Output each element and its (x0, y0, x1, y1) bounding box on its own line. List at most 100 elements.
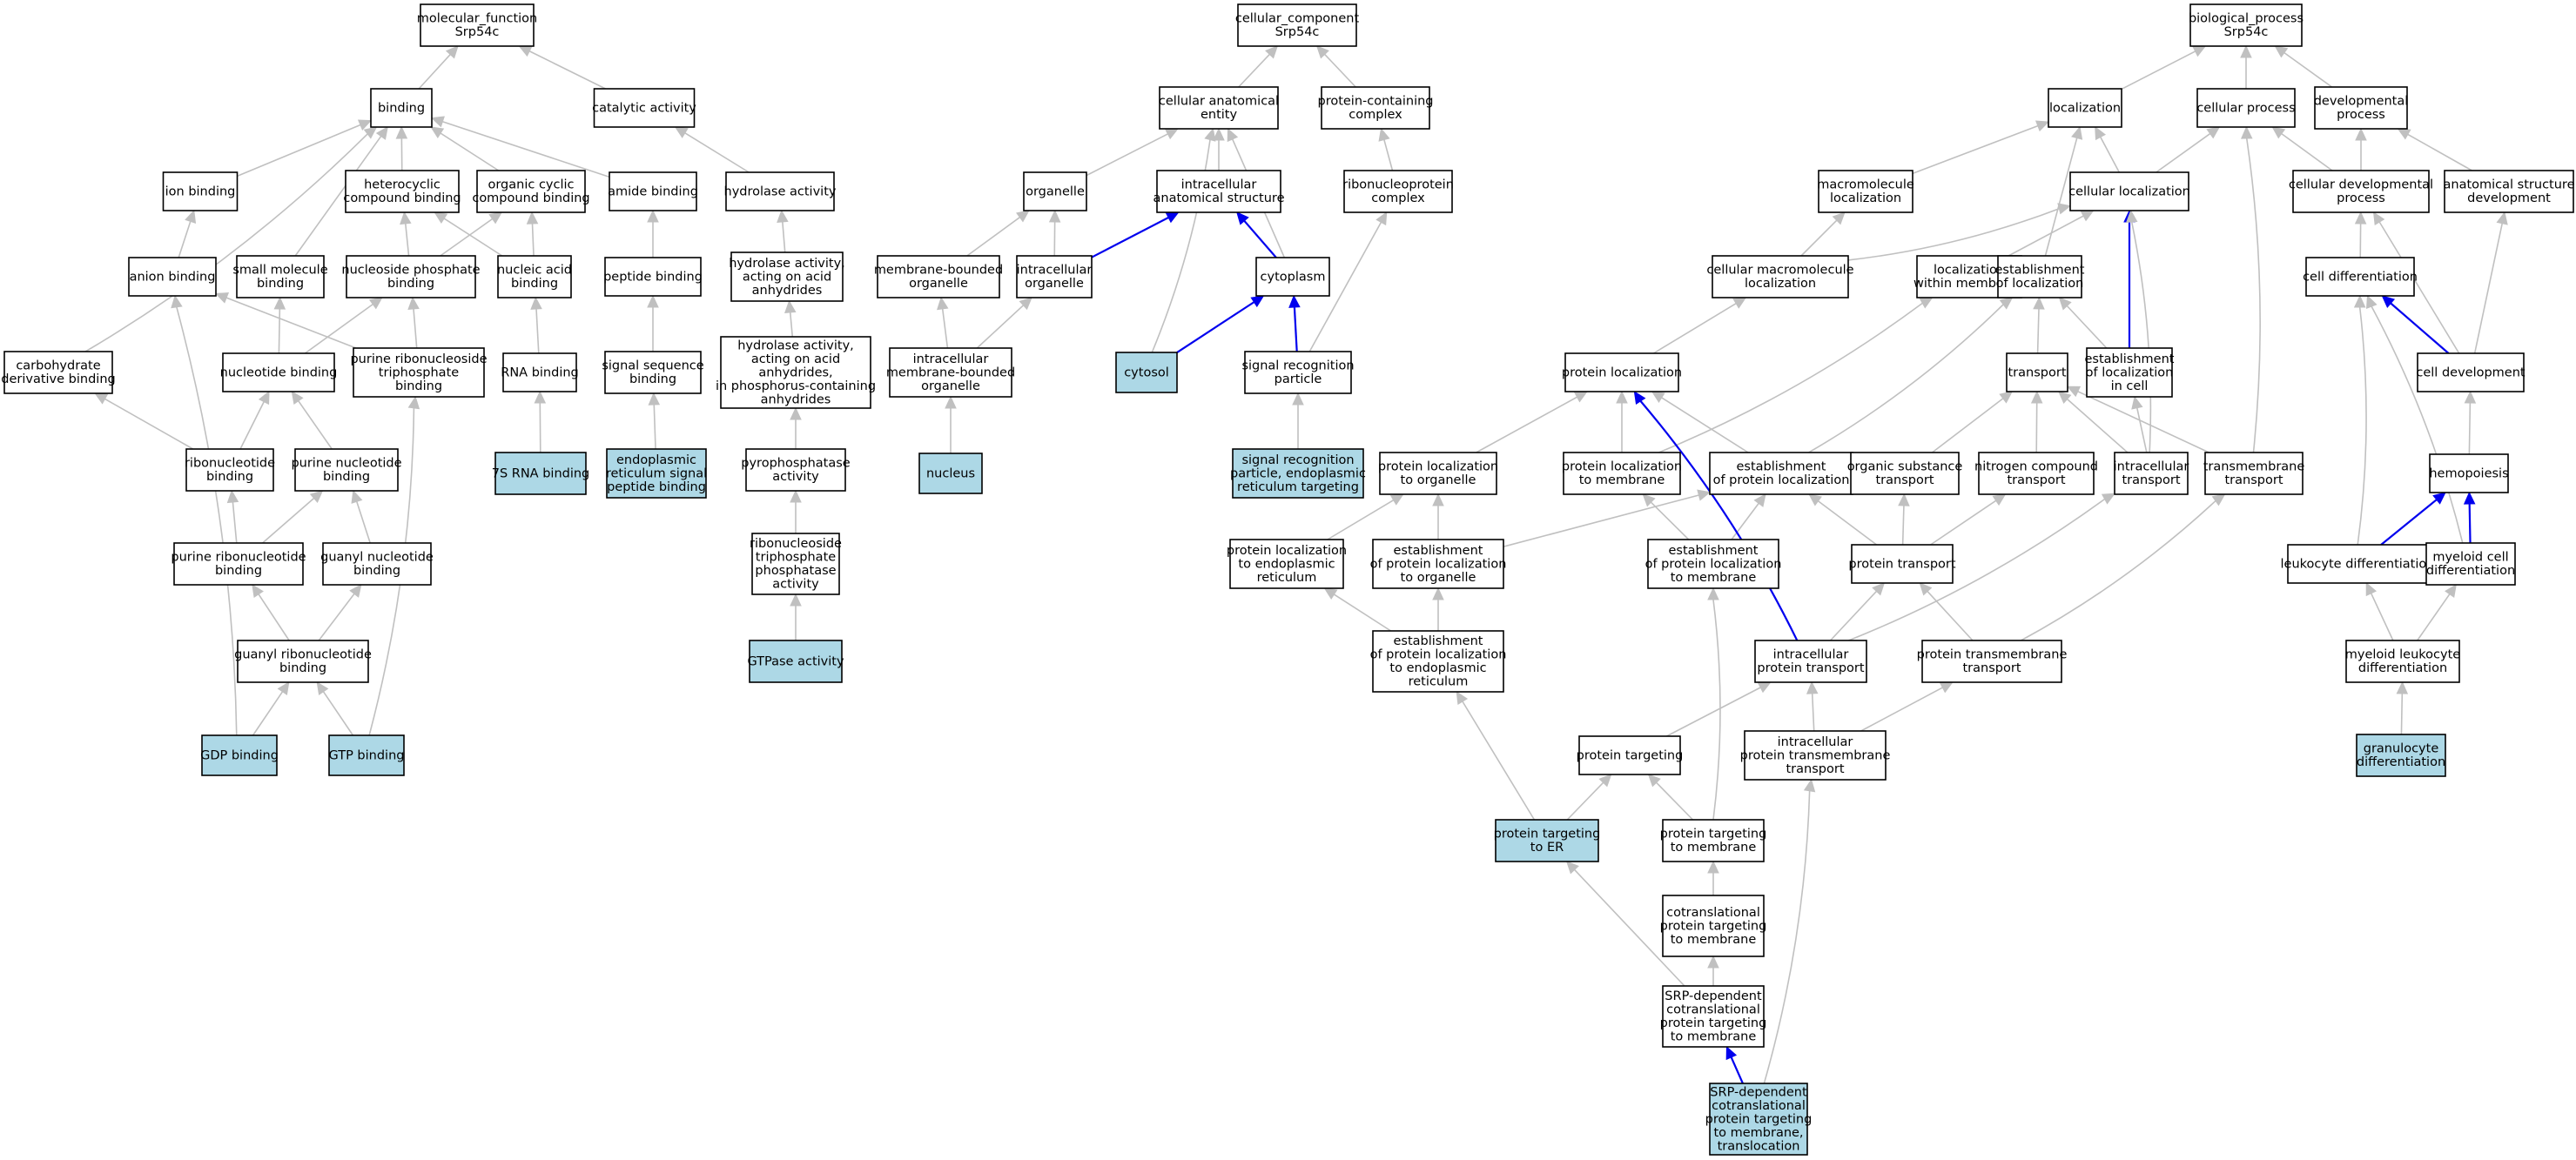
edge-cell_dev-to-cell_dev_process (2372, 211, 2460, 354)
node-organelle[interactable]: organelle (1023, 171, 1087, 211)
node-nucleotide-binding[interactable]: nucleotide binding (220, 352, 338, 392)
node-gtpase[interactable]: GTPase activity (747, 640, 844, 683)
node-cellular-process[interactable]: cellular process (2196, 88, 2296, 128)
edge-arrowhead (2432, 492, 2446, 505)
node-cell-diff[interactable]: cell differentiation (2303, 257, 2418, 297)
node-rna-binding[interactable]: RNA binding (501, 352, 579, 392)
node-rna7s[interactable]: 7S RNA binding (492, 452, 590, 495)
node-box (128, 257, 217, 297)
node-label-line: process (2337, 191, 2385, 205)
node-cytoplasm[interactable]: cytoplasm (1255, 257, 1330, 297)
node-binding[interactable]: binding (370, 88, 433, 128)
node-amide-binding[interactable]: amide binding (608, 171, 698, 211)
node-protein-transport[interactable]: protein transport (1848, 544, 1956, 584)
edge-est_protein_loc-to-protein_loc (1651, 391, 1749, 453)
node-catalytic[interactable]: catalytic activity (592, 88, 696, 128)
node-label-line: hemopoiesis (2429, 466, 2508, 480)
node-protein-loc[interactable]: protein localization (1562, 352, 1682, 392)
node-transport[interactable]: transport (2006, 352, 2068, 392)
node-gtp[interactable]: GTP binding (328, 734, 405, 776)
node-localization[interactable]: localization (2048, 88, 2122, 128)
node-ion-binding[interactable]: ion binding (162, 171, 239, 211)
node-cell-dev[interactable]: cell development (2416, 352, 2526, 392)
node-label-line: Srp54c (455, 25, 500, 39)
node-gdp[interactable]: GDP binding (200, 734, 279, 776)
node-ribonucleoside-tp[interactable]: ribonucleosidetriphosphatephosphataseact… (750, 533, 842, 595)
node-hydrolase[interactable]: hydrolase activity (724, 171, 837, 211)
node-peptide-binding[interactable]: peptide binding (603, 257, 703, 297)
node-cytosol[interactable]: cytosol (1115, 352, 1178, 393)
node-label-line: in phosphorus-containing (716, 379, 876, 393)
node-label-line: acting on acid (751, 352, 840, 366)
edge-arrowhead (1389, 493, 1404, 506)
node-label-line: cellular localization (2068, 184, 2190, 198)
node-anion-binding[interactable]: anion binding (128, 257, 217, 297)
node-nucleus[interactable]: nucleus (918, 453, 983, 494)
node-hydrolase-phosphorus[interactable]: hydrolase activity,acting on acidanhydri… (716, 336, 876, 409)
node-leukocyte-diff[interactable]: leukocyte differentiation (2281, 544, 2435, 584)
node-hemopoiesis[interactable]: hemopoiesis (2429, 453, 2509, 493)
node-protein-targeting[interactable]: protein targeting (1577, 735, 1684, 775)
node-cellular-loc[interactable]: cellular localization (2068, 171, 2190, 211)
edge-cell_dev_process-to-cellular_process (2271, 126, 2333, 171)
edge-nucleotide_binding-to-small_molecule (273, 296, 286, 354)
node-hydrolase-acid[interactable]: hydrolase activity,acting on acidanhydri… (729, 251, 845, 302)
